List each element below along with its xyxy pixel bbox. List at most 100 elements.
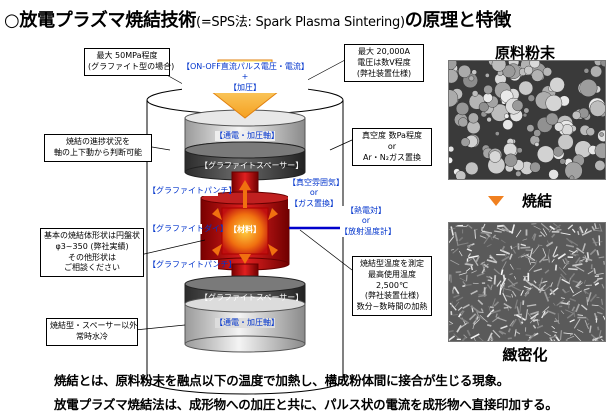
powder-particle [564, 161, 583, 179]
powder-particle [491, 61, 507, 72]
grain-mark [462, 285, 466, 287]
grain-mark [532, 319, 539, 322]
dense-photo [448, 222, 606, 342]
grain-mark [461, 336, 467, 341]
grain-mark [505, 294, 512, 298]
grain-mark [455, 271, 462, 274]
grain-mark [547, 248, 550, 258]
grain-mark [594, 316, 598, 321]
powder-particle [516, 147, 523, 154]
grain-mark [532, 245, 540, 255]
bottom-text-1: 焼結とは、原料粉末を融点以下の温度で加熱し、構成粉体間に接合が生じる現象。 [54, 373, 510, 388]
grain-mark [551, 258, 555, 263]
punch-top-label: 【グラファイトパンチ】 [148, 186, 237, 197]
grain-mark [598, 235, 601, 246]
max-pressure-callout: 最大 50MPa程度 (グラファイト型の場合) [84, 48, 174, 76]
grain-mark [585, 258, 588, 263]
grain-mark [589, 293, 598, 302]
grain-mark [579, 259, 585, 262]
powder-photo [448, 60, 606, 180]
powder-particle [600, 61, 605, 67]
grain-mark [454, 301, 460, 308]
grain-mark [584, 290, 589, 295]
grain-mark [583, 287, 590, 291]
grain-mark [538, 277, 543, 289]
grain-mark [473, 337, 476, 341]
grain-mark [499, 249, 511, 255]
grain-mark [466, 248, 472, 252]
grain-mark [465, 267, 471, 272]
sample-label: 【材料】 [229, 225, 261, 234]
grain-mark [458, 250, 463, 257]
grain-mark [483, 263, 489, 269]
grain-mark [601, 338, 604, 341]
grain-mark [458, 272, 468, 276]
grain-mark [509, 272, 513, 276]
grain-mark [501, 245, 506, 251]
grain-mark [598, 330, 602, 340]
grain-mark [470, 333, 480, 340]
grain-mark [493, 275, 497, 285]
grain-mark [500, 269, 504, 276]
grain-mark [540, 284, 547, 290]
grain-mark [492, 298, 496, 307]
grain-mark [524, 255, 535, 262]
grain-mark [589, 248, 597, 256]
grain-mark [509, 320, 515, 327]
grain-mark [549, 288, 556, 296]
grain-mark [531, 233, 535, 239]
grain-mark [586, 296, 588, 306]
vacuum-callout: 真空度 数Pa程度 or Ar・N₂ガス置換 [352, 128, 432, 167]
die-label: 【グラファイトダイ】 [148, 224, 228, 235]
grain-mark [560, 297, 565, 299]
grain-mark [452, 286, 455, 290]
grain-mark [536, 320, 540, 326]
grain-mark [584, 320, 589, 329]
grain-mark [477, 299, 484, 306]
grain-mark [453, 294, 460, 299]
current-label: 【ON-OFF直流パルス電圧・電流】 + 【加圧】 [182, 62, 309, 94]
grain-mark [576, 249, 579, 253]
grain-mark [488, 233, 493, 241]
grain-mark [593, 230, 603, 232]
grain-mark [585, 323, 590, 327]
grain-mark [549, 225, 556, 231]
powder-particle [468, 112, 479, 124]
powder-particle [545, 112, 559, 126]
grain-mark [576, 247, 585, 254]
powder-particle [465, 161, 479, 176]
grain-mark [466, 244, 471, 249]
grain-mark [553, 339, 556, 341]
grain-mark [462, 281, 467, 287]
grain-mark [534, 260, 538, 266]
grain-mark [519, 301, 522, 313]
grain-mark [596, 249, 600, 256]
grain-mark [571, 228, 576, 233]
grain-mark [540, 231, 546, 237]
grain-mark [557, 313, 560, 321]
grain-mark [559, 330, 563, 340]
grain-mark [554, 264, 558, 271]
grain-mark [476, 272, 485, 277]
grain-mark [463, 334, 468, 339]
grain-mark [481, 268, 486, 274]
grain-mark [494, 237, 499, 240]
powder-label: 原料粉末 [494, 44, 555, 62]
grain-mark [542, 310, 549, 317]
grain-mark [593, 279, 599, 284]
grain-mark [578, 260, 584, 264]
grain-mark [538, 280, 545, 286]
grain-mark [468, 255, 479, 259]
grain-mark [460, 310, 465, 317]
grain-mark [528, 257, 532, 265]
grain-mark [596, 326, 600, 331]
grain-mark [587, 292, 592, 302]
grain-mark [569, 286, 574, 294]
grain-mark [482, 223, 486, 229]
grain-mark [584, 228, 588, 233]
grain-mark [536, 324, 544, 329]
grain-mark [483, 235, 490, 244]
grain-mark [596, 296, 600, 299]
grain-mark [594, 282, 600, 286]
grain-mark [524, 288, 531, 297]
